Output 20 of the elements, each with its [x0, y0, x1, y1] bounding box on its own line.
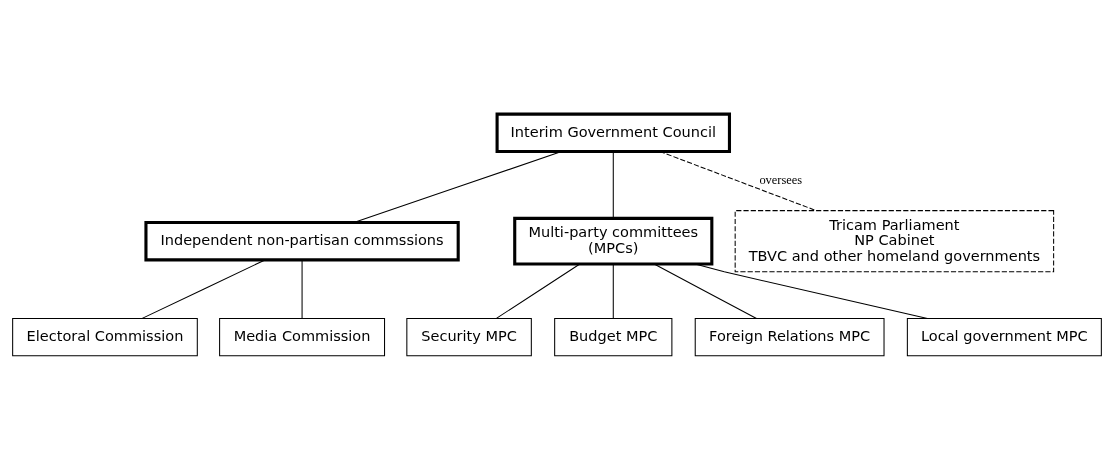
node-box: Budget MPC [554, 318, 673, 357]
connector [495, 263, 580, 319]
node-box: Local government MPC [906, 318, 1102, 357]
node-box: Media Commission [219, 318, 386, 357]
connector [141, 259, 266, 319]
edge-label: oversees [759, 173, 803, 188]
node-box: Electoral Commission [12, 318, 198, 357]
connector [694, 263, 928, 319]
node-box: Multi-party committees (MPCs) [513, 216, 714, 266]
connector [612, 264, 614, 319]
connector [659, 151, 817, 212]
node-box: Security MPC [406, 318, 532, 357]
connector [353, 151, 563, 223]
node-box: Tricam Parliament NP Cabinet TBVC and other homeland governments [734, 210, 1055, 273]
node-box: Foreign Relations MPC [694, 318, 885, 357]
connector [654, 263, 757, 320]
node-box: Independent non-partisan commssions [144, 221, 460, 262]
node-box: Interim Government Council [495, 112, 731, 154]
connector [612, 151, 614, 219]
connector [301, 259, 303, 319]
